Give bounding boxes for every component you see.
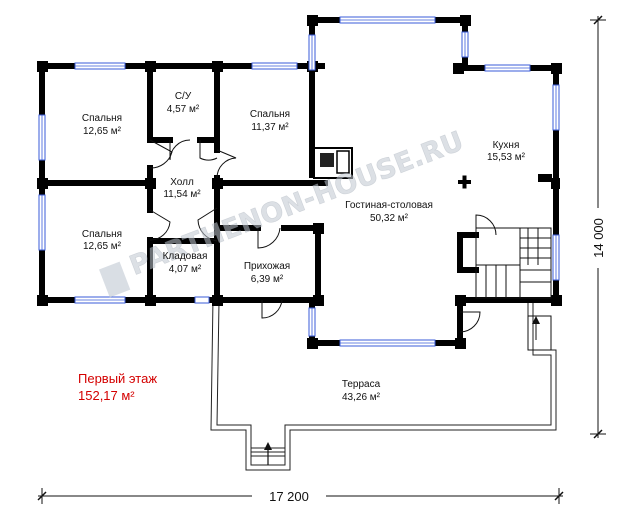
room-area-bathroom: 4,57 м² — [167, 104, 200, 115]
dimension-height-label: 14 000 — [591, 218, 606, 258]
room-area-entry: 6,39 м² — [251, 274, 284, 285]
doors — [149, 139, 497, 333]
dimension-width-label: 17 200 — [269, 489, 309, 504]
room-area-kitchen: 15,53 м² — [487, 152, 526, 163]
room-name-bedroom1: Спальня — [82, 113, 122, 124]
staircase — [475, 227, 552, 299]
room-name-bathroom: С/У — [175, 91, 192, 102]
room-area-bedroom3: 12,65 м² — [83, 241, 122, 252]
room-name-living: Гостиная-столовая — [345, 200, 433, 211]
column — [458, 175, 471, 189]
room-name-hall: Холл — [170, 177, 194, 188]
room-area-bedroom2: 11,37 м² — [251, 122, 289, 133]
floor-area: 152,17 м² — [78, 388, 135, 403]
room-area-bedroom1: 12,65 м² — [83, 126, 122, 137]
room-area-terrace: 43,26 м² — [342, 392, 381, 403]
floor-summary: Первый этаж 152,17 м² — [78, 371, 157, 403]
stair-arrow — [527, 315, 552, 351]
room-labels: Спальня 12,65 м² С/У 4,57 м² Спальня 11,… — [82, 91, 526, 403]
floor-title: Первый этаж — [78, 371, 157, 386]
window-glazing — [41, 19, 557, 344]
room-name-entry: Прихожая — [244, 261, 290, 272]
room-area-storage: 4,07 м² — [169, 264, 202, 275]
room-area-hall: 11,54 м² — [163, 189, 201, 200]
room-name-terrace: Терраса — [342, 379, 381, 390]
fireplace — [313, 147, 353, 179]
room-area-living: 50,32 м² — [370, 213, 409, 224]
room-name-kitchen: Кухня — [493, 140, 520, 151]
terrace-outline — [210, 297, 557, 471]
terrace-entry-arrow — [264, 442, 272, 465]
room-name-bedroom2: Спальня — [250, 109, 290, 120]
dimension-width-label-bg — [252, 488, 326, 504]
dimension-height-label-bg — [590, 208, 606, 268]
kitchen-fixture — [538, 174, 552, 182]
room-name-bedroom3: Спальня — [82, 229, 122, 240]
log-ends — [37, 15, 562, 349]
room-name-storage: Кладовая — [163, 251, 208, 262]
